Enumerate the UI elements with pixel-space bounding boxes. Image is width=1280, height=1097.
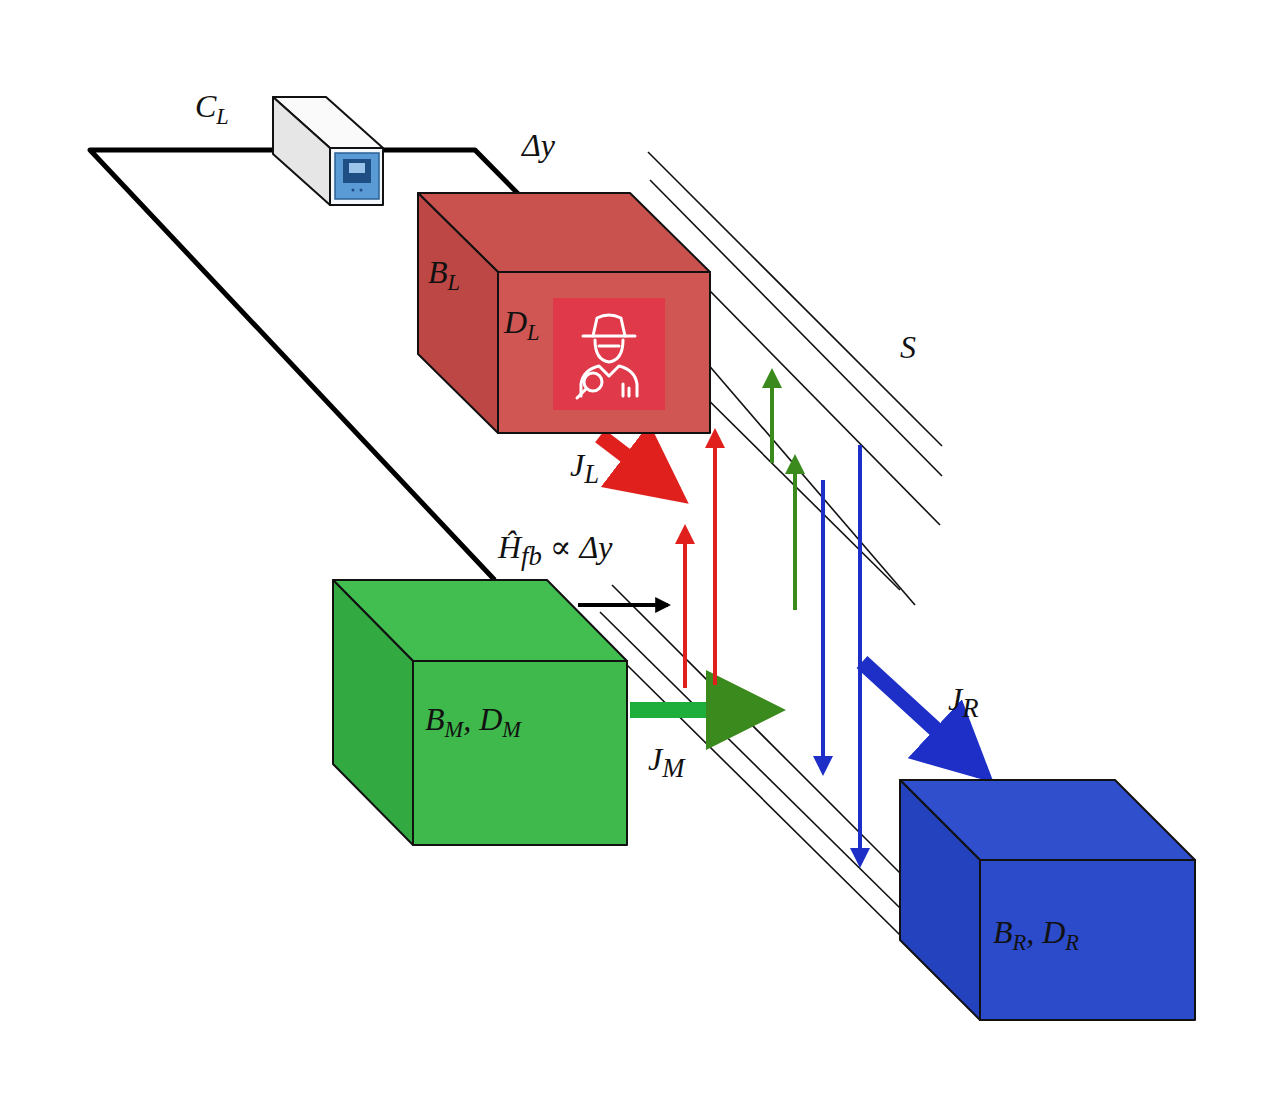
flow-arrow — [858, 445, 862, 864]
cube-shape — [418, 193, 710, 433]
current-arrow — [630, 702, 770, 718]
device-label: CL — [195, 89, 229, 124]
detective-icon — [553, 298, 665, 410]
current-label: JL — [570, 448, 599, 490]
controller-shape — [273, 97, 383, 205]
cube-label: BL — [428, 255, 460, 290]
current-label: JM — [648, 742, 684, 784]
cube-label: BM, DM — [425, 702, 521, 737]
flow-arrow — [770, 372, 774, 463]
reservoir-cube: BM, DM — [333, 580, 627, 845]
cube-label: DL — [504, 305, 540, 340]
feedback-label: Ĥfb ∝ Δy — [498, 530, 612, 572]
flow-arrow — [821, 480, 825, 772]
reservoir-cube: BL DL — [418, 193, 710, 433]
bundle-label: S — [900, 330, 916, 365]
current-label: JR — [948, 682, 979, 724]
wire-label: Δy — [522, 128, 555, 163]
current-arrow — [862, 662, 982, 772]
flow-arrow — [683, 528, 687, 688]
flow-arrow — [713, 432, 717, 685]
current-arrow — [600, 436, 676, 494]
cube-label: BR, DR — [993, 915, 1079, 950]
flow-arrow — [793, 458, 797, 610]
feedback-arrow — [578, 603, 668, 607]
cube-shape — [900, 780, 1195, 1020]
reservoir-cube: BR, DR — [900, 780, 1195, 1020]
controller-box: CL — [273, 97, 383, 205]
